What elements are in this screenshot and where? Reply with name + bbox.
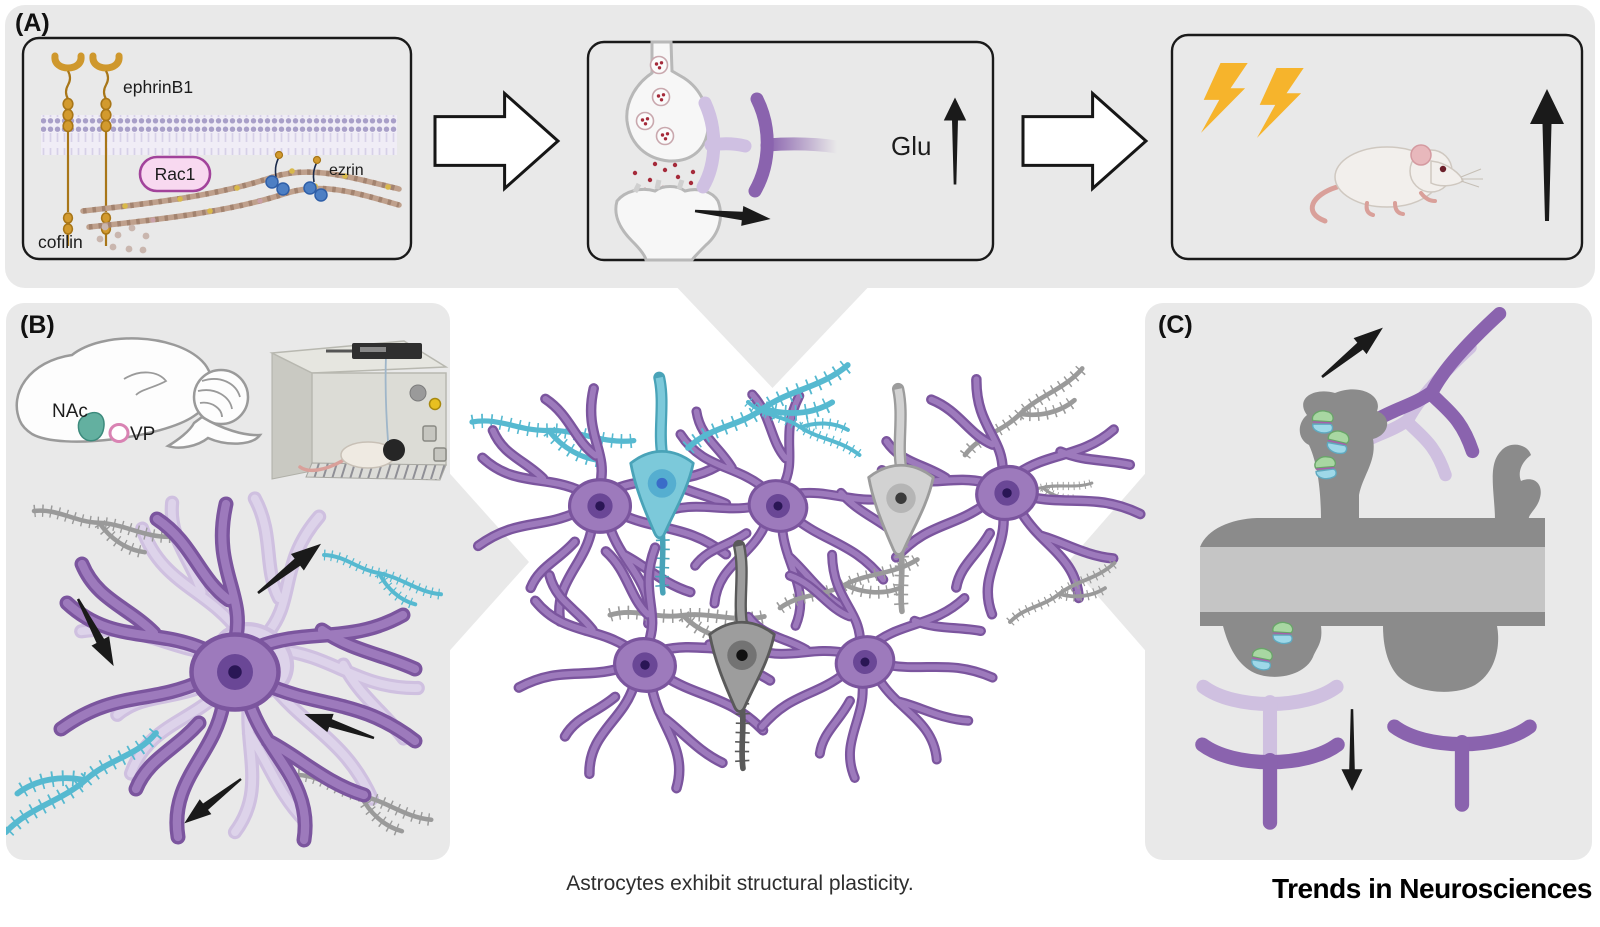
synaptic-vesicle [651,87,671,107]
chevron-right-connector [444,467,529,657]
receptor-nubs [632,179,685,194]
astrocyte-neuron-network-illustration [450,340,1150,880]
chamber-floor-grid [305,462,447,481]
vessel-wall-upper [1200,518,1545,547]
cofilin-label: cofilin [38,232,83,252]
glutamate-label: Glu [891,131,931,161]
synaptic-vesicle [635,111,655,131]
panel-c-artwork [1145,303,1545,860]
membrane-signaling-illustration: ephrinB1 Rac1 [38,56,402,254]
synaptic-vesicle [649,55,669,75]
rac1-label: Rac1 [155,164,196,184]
vp-label: VP [130,424,155,445]
ezrin-label: ezrin [329,162,364,179]
lipid-bilayer-membrane [41,115,397,155]
panel-b-artwork: NAc VP [6,337,450,860]
figure-caption: Astrocytes exhibit structural plasticity… [566,872,914,895]
journal-logo: Trends in Neurosciences [1272,873,1592,904]
panel-c: (C) [1145,303,1592,860]
synapse-illustration: Glu [614,40,967,262]
retraction-arrow-down-icon [1341,709,1363,791]
panel-b: (B) NAc VP [6,303,450,860]
endfoot-process [1394,727,1529,805]
chamber-lever-port [433,447,447,462]
rac1-badge: Rac1 [138,155,212,193]
neurite-gray [1492,444,1541,521]
dendrite-teal [324,534,441,616]
flow-arrow-icon [433,91,560,191]
chevron-down-connector [670,280,875,388]
astrocyte-endfoot [1223,626,1322,677]
panel-c-label: (C) [1158,311,1193,339]
retraction-arrow-icon [1315,319,1390,385]
brain-sagittal-illustration: NAc VP [15,337,263,449]
panel-a-label: (A) [15,9,50,37]
operant-chamber-illustration [269,340,449,481]
vp-region [108,423,130,443]
dendritic-spine-head [1299,389,1388,521]
astrocyte-endfoot [1383,626,1499,692]
astrocyte-process-arm [760,137,844,154]
nac-label: NAc [52,401,88,422]
astrocyte-process-faded-arm [704,137,752,153]
synapse-marker-pair [1313,454,1339,481]
vessel-wall-lower [1200,612,1545,626]
panel-a-artwork: ephrinB1 Rac1 [21,33,1584,262]
postsynaptic-spine [614,185,722,262]
nac-region [77,411,105,442]
cofilin-monomers [96,223,150,254]
chamber-speaker [409,384,427,402]
blood-vessel [1200,547,1545,612]
panel-a: (A) ephrinB1 [5,5,1595,288]
endfoot-process [1202,745,1337,823]
synapse-marker-pair [1272,621,1294,645]
chamber-cue-light [428,397,442,411]
panel-b-label: (B) [20,311,55,339]
flow-arrow-icon [1021,91,1148,191]
synapse-marker-pair [1311,410,1334,434]
dendrite-gray [1003,563,1122,622]
chamber-lever-port [422,425,437,442]
ezrin-molecules [265,150,328,202]
ephrinb1-label: ephrinB1 [123,77,193,97]
infusion-tether [384,354,389,442]
synaptic-vesicle [655,126,675,146]
